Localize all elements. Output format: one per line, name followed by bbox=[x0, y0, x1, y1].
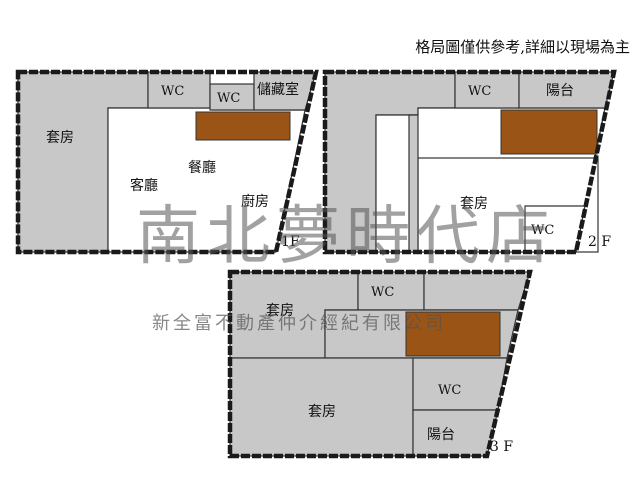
label-balcony-2f: 陽台 bbox=[546, 83, 574, 99]
floor-plan-1f: 套房 WC WC 儲藏室 餐廳 客廳 廚房 1F bbox=[15, 69, 319, 255]
label-wc2-2f: WC bbox=[531, 223, 554, 238]
outline-3f bbox=[227, 269, 533, 459]
room-wc1-2f bbox=[454, 71, 520, 109]
label-dining-1f: 餐廳 bbox=[188, 159, 216, 176]
floor-plan-2f: WC 陽台 套房 WC 2 F bbox=[322, 69, 617, 255]
label-wc2-3f: WC bbox=[438, 383, 461, 398]
floor-label-3f: 3 F bbox=[490, 439, 513, 455]
watermark-brand: 南北夢時代店 bbox=[136, 200, 556, 274]
room-wc2-1f bbox=[209, 83, 255, 111]
outline-2f bbox=[322, 69, 617, 255]
room-wc2-2f bbox=[524, 205, 586, 253]
label-suite-main-3f: 套房 bbox=[308, 404, 336, 420]
disclaimer-note: 格局圖僅供參考,詳細以現場為主 bbox=[415, 38, 630, 56]
label-suite-2f: 套房 bbox=[460, 196, 488, 212]
label-wc2-1f: WC bbox=[217, 91, 240, 106]
floor-label-2f: 2 F bbox=[588, 234, 611, 250]
stairs-3f bbox=[405, 311, 501, 357]
label-suite-1f: 套房 bbox=[46, 130, 74, 146]
label-wc1-3f: WC bbox=[371, 285, 394, 300]
stairs-1f bbox=[195, 111, 291, 141]
watermark-company: 新全富不動產仲介經紀有限公司 bbox=[152, 313, 446, 334]
room-balcony-3f bbox=[412, 409, 499, 457]
floor-label-1f: 1F bbox=[281, 234, 300, 250]
label-living-1f: 客廳 bbox=[130, 177, 158, 194]
outline-1f bbox=[15, 69, 319, 255]
floor-plan-3f: 套房 WC WC 套房 陽台 3 F bbox=[227, 269, 533, 459]
label-storage-1f: 儲藏室 bbox=[257, 81, 299, 98]
label-wc1-1f: WC bbox=[161, 84, 184, 99]
label-wc1-2f: WC bbox=[468, 84, 491, 99]
label-kitchen-1f: 廚房 bbox=[241, 193, 269, 210]
stairs-2f bbox=[500, 109, 598, 155]
room-upper-right-3f bbox=[423, 271, 531, 311]
label-balcony-3f: 陽台 bbox=[427, 427, 455, 443]
label-suite-top-3f: 套房 bbox=[266, 303, 294, 319]
